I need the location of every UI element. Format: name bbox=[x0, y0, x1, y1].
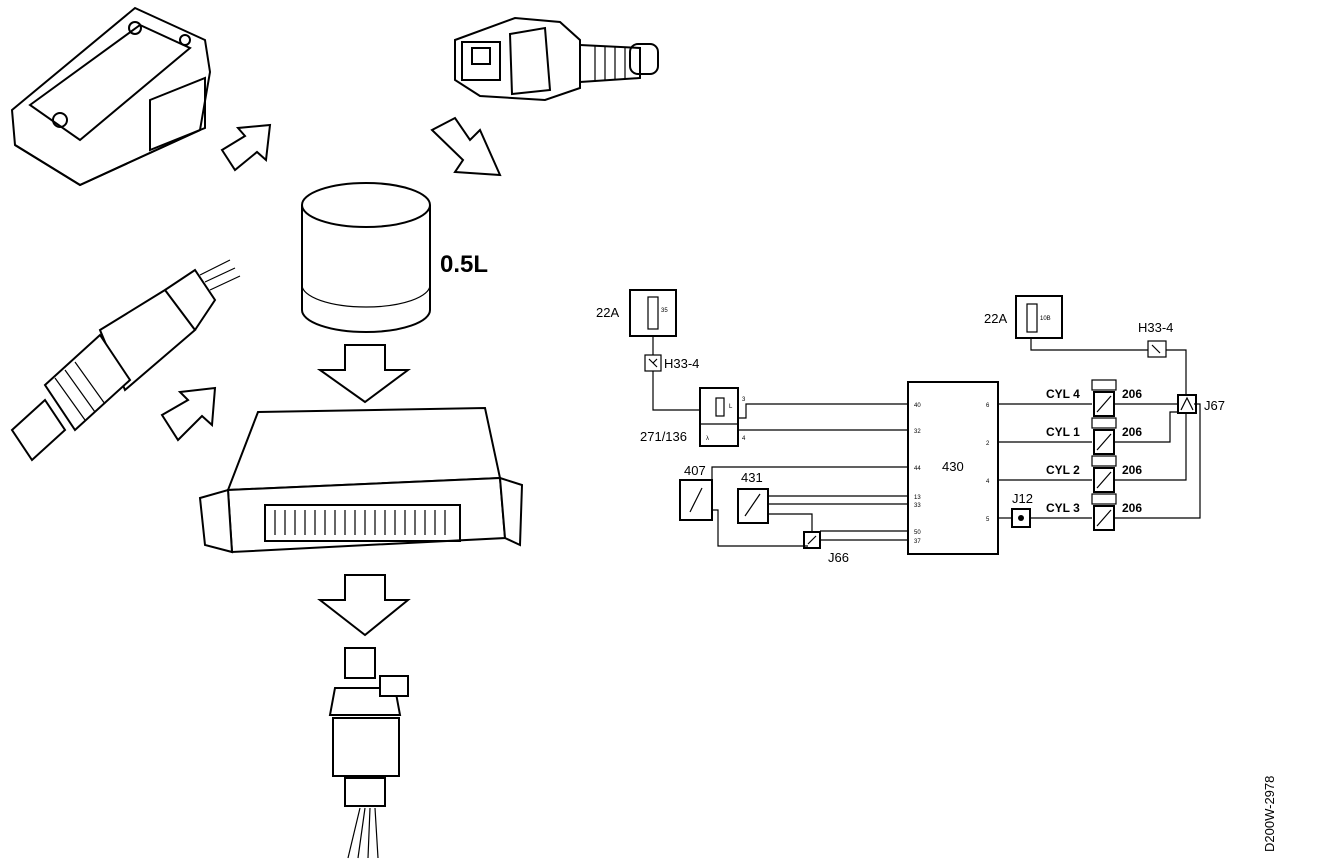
connector-h33-right-label: H33-4 bbox=[1138, 320, 1173, 335]
ecu-pin-4: 4 bbox=[986, 479, 990, 485]
arrow-temperature-to-cylinder-icon bbox=[430, 116, 502, 177]
arrow-pressure-to-cylinder-icon bbox=[220, 123, 272, 172]
ecu-label: 430 bbox=[942, 459, 964, 474]
ecu-pin-40: 40 bbox=[914, 403, 921, 409]
wiring-schematic: 35 22A H33-4 10B 22A H33-4 bbox=[596, 289, 1225, 565]
cyl2-component: 206 bbox=[1122, 463, 1142, 477]
arrow-oxygen-to-ecu-icon bbox=[160, 386, 217, 442]
ecu-pin-33: 33 bbox=[914, 503, 921, 509]
svg-text:λ: λ bbox=[706, 436, 709, 442]
cyl1-component: 206 bbox=[1122, 425, 1142, 439]
volume-cylinder-illustration: 0.5L bbox=[301, 182, 488, 333]
fuse-box-right: 10B 22A bbox=[984, 295, 1148, 351]
splice-j12-label: J12 bbox=[1012, 491, 1033, 506]
ecu-pin-32: 32 bbox=[914, 429, 921, 435]
connector-h33-left: H33-4 bbox=[644, 354, 700, 411]
ecu-430: 430 40 32 44 13 33 50 37 6 2 4 5 bbox=[907, 381, 999, 555]
ecu-pin-2: 2 bbox=[986, 441, 990, 447]
fuse-left-value: 35 bbox=[661, 308, 668, 314]
figure-code: D200W-2978 bbox=[1262, 776, 1277, 852]
sensor-271-136: L λ 271/136 3 4 bbox=[640, 387, 908, 447]
sensor-pin-3: 3 bbox=[742, 397, 746, 403]
cyl4-component: 206 bbox=[1122, 387, 1142, 401]
ecu-pin-13: 13 bbox=[914, 495, 921, 501]
cyl4-label: CYL 4 bbox=[1046, 387, 1080, 401]
sensor-pin-4: 4 bbox=[742, 436, 746, 442]
cyl3-component: 206 bbox=[1122, 501, 1142, 515]
ecu-pin-6: 6 bbox=[986, 403, 990, 409]
fuse-right-value: 10B bbox=[1040, 316, 1051, 322]
splice-j67-label: J67 bbox=[1204, 398, 1225, 413]
fuse-left-label: 22A bbox=[596, 305, 619, 320]
splice-j67: J67 bbox=[1177, 394, 1225, 414]
illustration-panel: 0.5L bbox=[10, 6, 659, 859]
component-407: 407 bbox=[679, 463, 908, 547]
connector-h33-left-label: H33-4 bbox=[664, 356, 699, 371]
injector-cyl4: CYL 4 206 bbox=[1046, 379, 1178, 417]
component-407-label: 407 bbox=[684, 463, 706, 478]
cyl2-label: CYL 2 bbox=[1046, 463, 1080, 477]
splice-j66: J66 bbox=[803, 530, 908, 565]
splice-j66-label: J66 bbox=[828, 550, 849, 565]
fuel-injector-illustration bbox=[328, 647, 409, 859]
injector-cyl2: CYL 2 206 bbox=[1046, 414, 1187, 493]
injector-cyl3: CYL 3 206 bbox=[1046, 403, 1201, 531]
temperature-sensor-illustration bbox=[454, 16, 659, 102]
cyl1-label: CYL 1 bbox=[1046, 425, 1080, 439]
svg-text:L: L bbox=[729, 404, 733, 410]
ecu-box-illustration bbox=[198, 406, 524, 554]
arrow-cylinder-to-ecu-icon bbox=[316, 344, 412, 404]
sensor-label: 271/136 bbox=[640, 429, 687, 444]
oxygen-sensor-illustration bbox=[10, 259, 241, 462]
arrow-ecu-to-injector-icon bbox=[317, 574, 411, 637]
ecu-pin-37: 37 bbox=[914, 539, 921, 545]
ecu-pin-50: 50 bbox=[914, 530, 921, 536]
component-431: 431 bbox=[737, 470, 908, 532]
injector-cyl1: CYL 1 206 bbox=[1046, 411, 1178, 455]
volume-label: 0.5L bbox=[440, 251, 488, 278]
component-431-label: 431 bbox=[741, 470, 763, 485]
ecu-pin-44: 44 bbox=[914, 466, 921, 472]
fuse-right-label: 22A bbox=[984, 311, 1007, 326]
splice-j12: J12 bbox=[1011, 491, 1033, 528]
fuse-box-left: 35 22A bbox=[596, 289, 677, 355]
pressure-sensor-illustration bbox=[10, 6, 212, 187]
connector-h33-right: H33-4 bbox=[1138, 320, 1187, 394]
ecu-pin-5: 5 bbox=[986, 517, 990, 523]
cyl3-label: CYL 3 bbox=[1046, 501, 1080, 515]
